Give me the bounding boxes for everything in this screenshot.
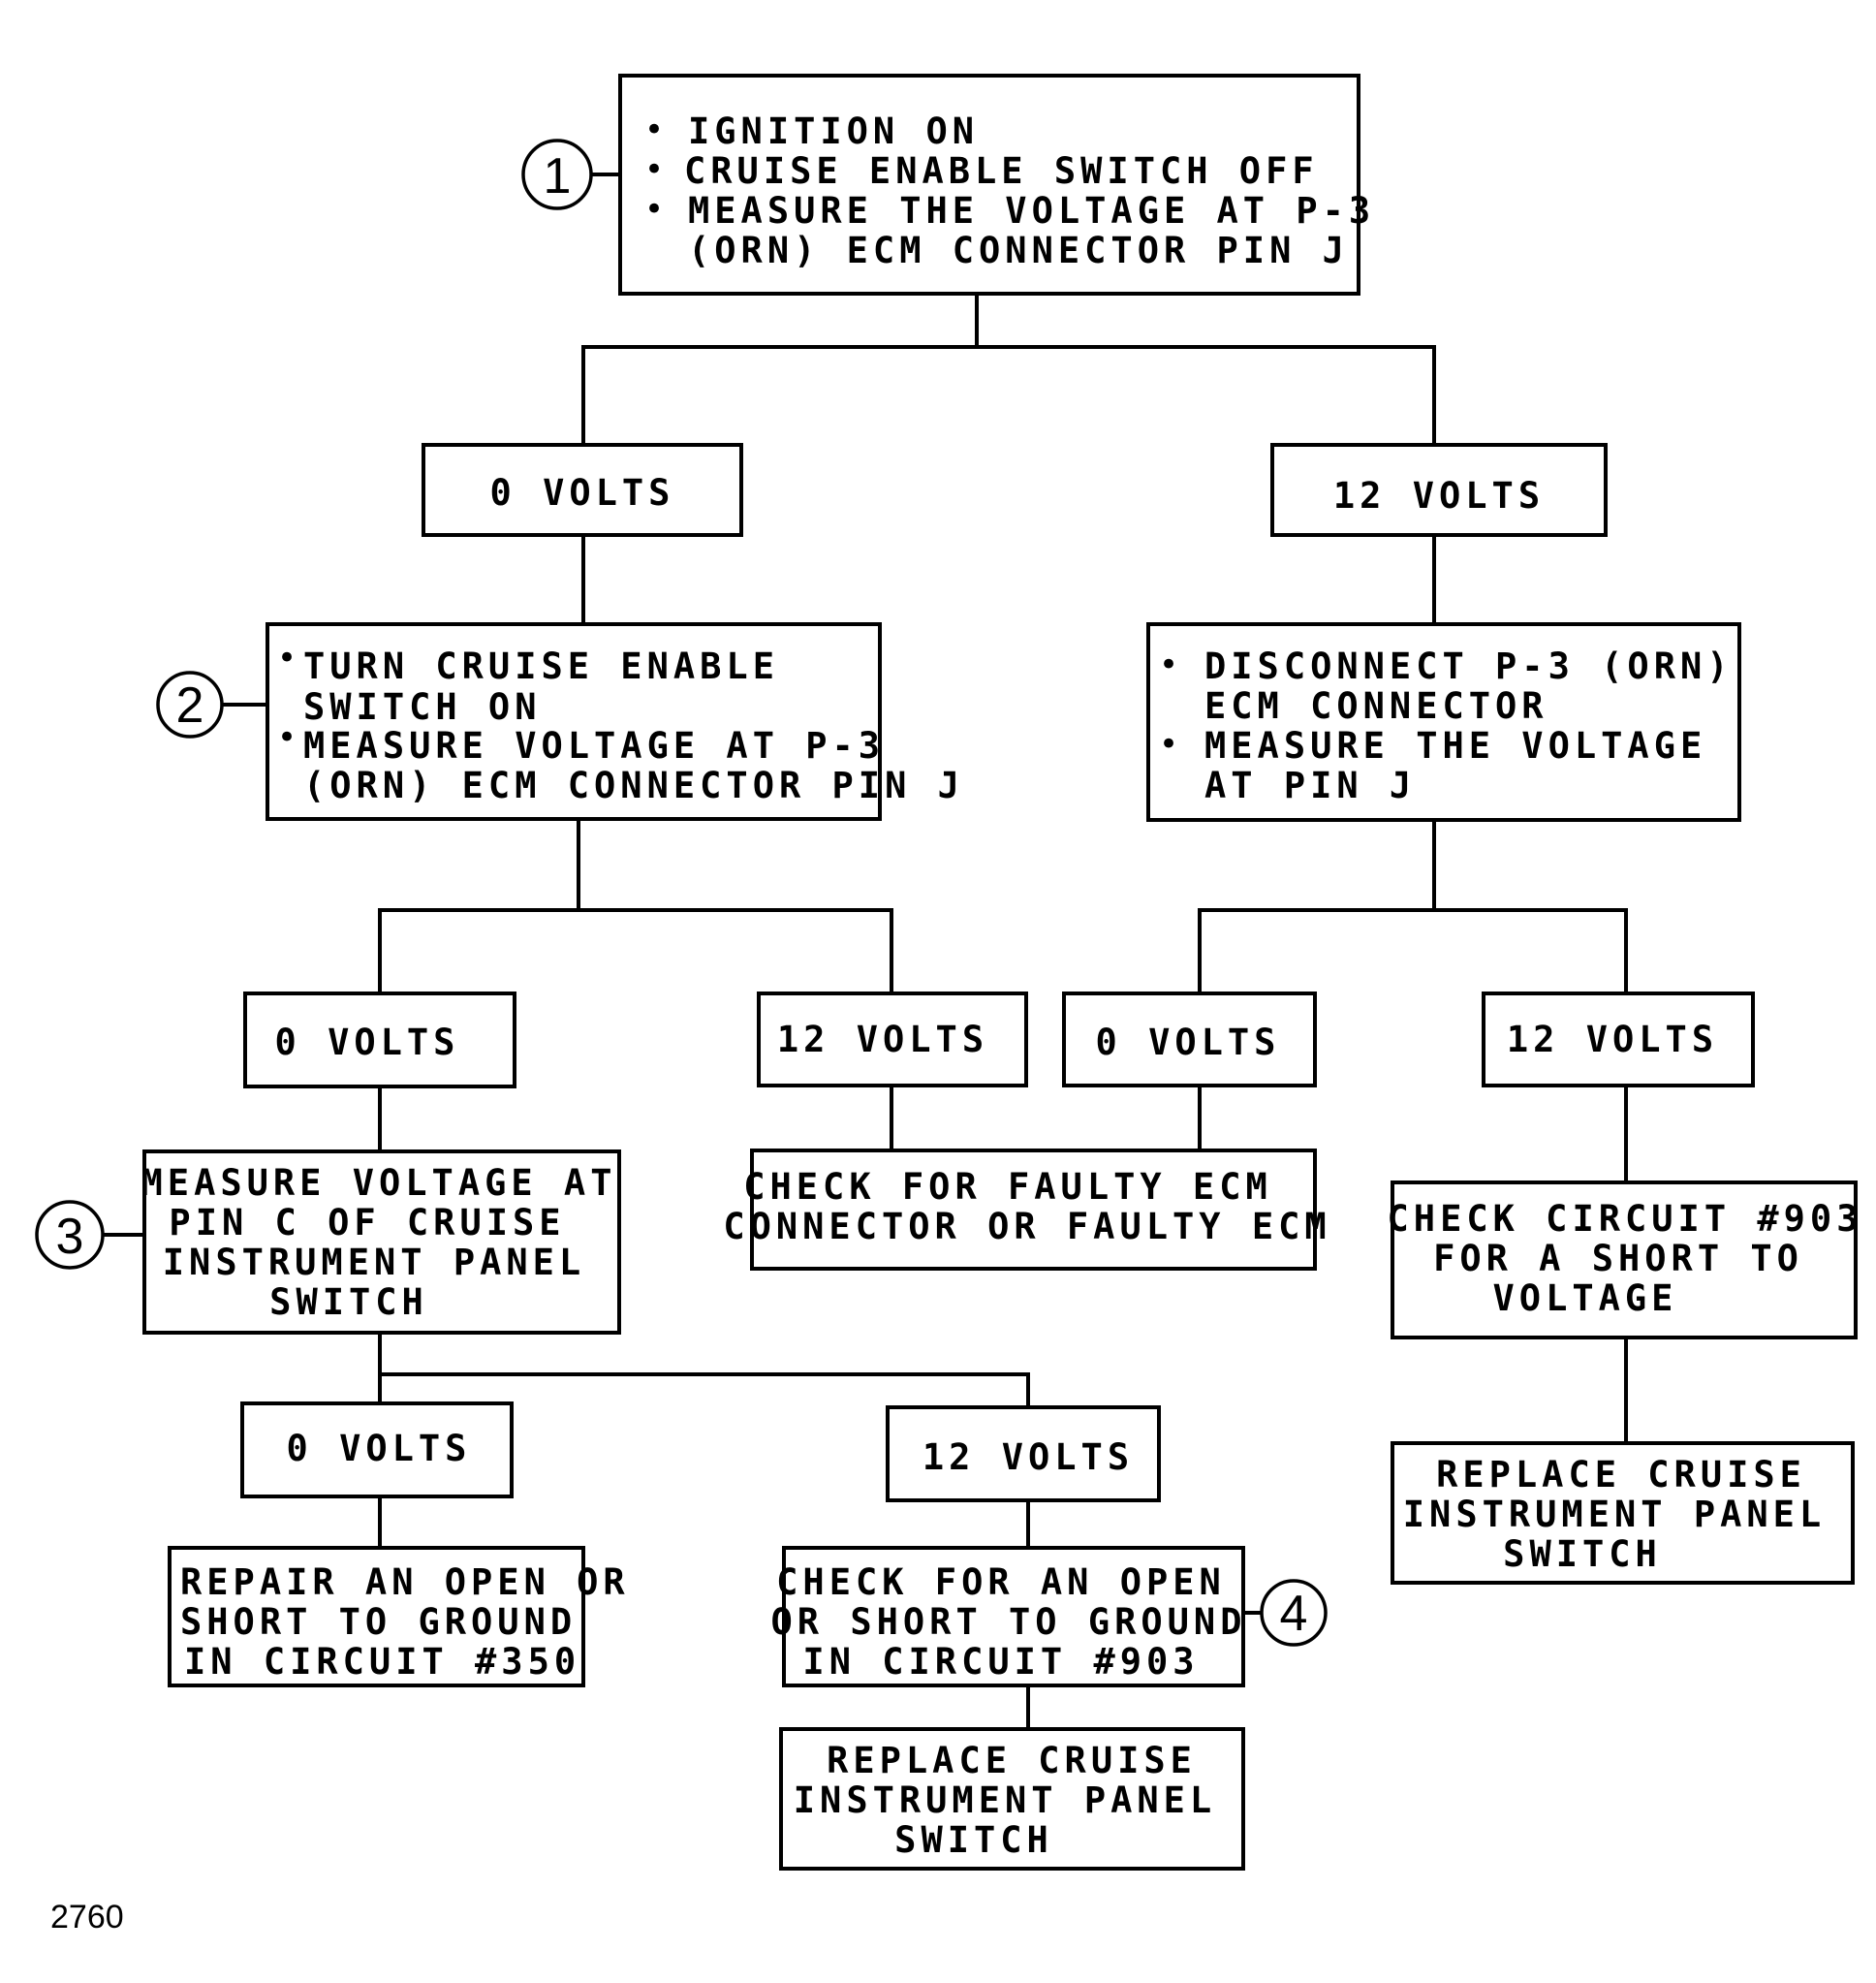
turn-on-line-1: TURN CRUISE ENABLE bbox=[303, 645, 779, 687]
measure-line-4: SWITCH bbox=[269, 1281, 428, 1323]
box-check-ecm bbox=[750, 1149, 1317, 1271]
box-turn-on bbox=[266, 622, 882, 821]
rl-0v-label: 0 VOLTS bbox=[1096, 1022, 1281, 1063]
turn-on-line-2: SWITCH ON bbox=[303, 686, 541, 728]
disconnect-bullet-2: • bbox=[1159, 725, 1178, 764]
step-4-number: 4 bbox=[1280, 1586, 1308, 1642]
replace-bottom-line-2: INSTRUMENT PANEL bbox=[794, 1779, 1216, 1821]
turn-on-bullet-2: • bbox=[277, 718, 297, 757]
check-903-open-line-3: IN CIRCUIT #903 bbox=[802, 1641, 1199, 1683]
start-bullet-2: • bbox=[644, 150, 664, 189]
step-3-circle bbox=[35, 1200, 105, 1270]
box-start bbox=[618, 74, 1360, 296]
check-903-short-line-1: CHECK CIRCUIT #903 bbox=[1388, 1198, 1863, 1240]
start-bullet-3: • bbox=[644, 190, 664, 229]
check-ecm-line-1: CHECK FOR FAULTY ECM bbox=[743, 1166, 1272, 1208]
step-3-number: 3 bbox=[56, 1209, 84, 1265]
box-repair-350 bbox=[168, 1546, 585, 1687]
measure-line-2: PIN C OF CRUISE bbox=[169, 1202, 565, 1243]
disconnect-line-3: MEASURE THE VOLTAGE bbox=[1204, 725, 1706, 767]
b-12v-label: 12 VOLTS bbox=[922, 1436, 1134, 1478]
replace-right-line-3: SWITCH bbox=[1503, 1533, 1662, 1575]
box-replace-bottom bbox=[779, 1727, 1245, 1871]
box-lr-12v bbox=[757, 992, 1028, 1087]
box-check-903-short bbox=[1391, 1180, 1858, 1339]
turn-on-bullet-1: • bbox=[277, 639, 297, 677]
start-line-3: MEASURE THE VOLTAGE AT P-3 bbox=[688, 190, 1375, 232]
box-replace-right bbox=[1391, 1441, 1855, 1585]
check-ecm-line-2: CONNECTOR OR FAULTY ECM bbox=[723, 1206, 1330, 1247]
box-measure-pin-c bbox=[142, 1149, 621, 1335]
lr-12v-label: 12 VOLTS bbox=[777, 1019, 988, 1060]
repair-350-line-2: SHORT TO GROUND bbox=[180, 1601, 577, 1643]
step-markers: 1 2 3 4 bbox=[35, 139, 1328, 1647]
box-left-0v bbox=[422, 443, 743, 537]
check-903-short-line-3: VOLTAGE bbox=[1493, 1277, 1678, 1319]
box-check-903-open bbox=[782, 1546, 1245, 1687]
step-1-number: 1 bbox=[544, 148, 572, 205]
start-line-4: (ORN) ECM CONNECTOR PIN J bbox=[688, 230, 1349, 271]
left-0v-label: 0 VOLTS bbox=[490, 472, 675, 514]
measure-line-3: INSTRUMENT PANEL bbox=[163, 1242, 585, 1283]
step-2-circle bbox=[156, 671, 224, 739]
start-bullet-1: • bbox=[644, 110, 664, 149]
box-disconnect bbox=[1146, 622, 1741, 822]
check-903-open-line-2: OR SHORT TO GROUND bbox=[771, 1601, 1247, 1643]
box-rr-12v bbox=[1482, 992, 1755, 1087]
box-right-12v bbox=[1270, 443, 1608, 537]
disconnect-line-4: AT PIN J bbox=[1204, 765, 1416, 806]
box-ll-0v bbox=[243, 992, 516, 1088]
turn-on-line-4: (ORN) ECM CONNECTOR PIN J bbox=[303, 765, 964, 806]
connector-lines bbox=[101, 173, 1628, 1731]
repair-350-line-1: REPAIR AN OPEN OR bbox=[180, 1561, 630, 1603]
measure-line-1: MEASURE VOLTAGE AT bbox=[141, 1162, 617, 1204]
box-b-12v bbox=[886, 1405, 1161, 1502]
turn-on-line-3: MEASURE VOLTAGE AT P-3 bbox=[303, 725, 885, 767]
start-line-1: IGNITION ON bbox=[688, 110, 979, 152]
step-2-number: 2 bbox=[176, 677, 204, 734]
replace-bottom-line-3: SWITCH bbox=[894, 1819, 1053, 1861]
check-903-short-line-2: FOR A SHORT TO bbox=[1433, 1238, 1803, 1279]
check-903-open-line-1: CHECK FOR AN OPEN bbox=[776, 1561, 1226, 1603]
b-0v-label: 0 VOLTS bbox=[287, 1428, 472, 1469]
right-12v-label: 12 VOLTS bbox=[1333, 475, 1545, 517]
box-labels: • • • IGNITION ON CRUISE ENABLE SWITCH O… bbox=[141, 110, 1863, 1861]
replace-bottom-line-1: REPLACE CRUISE bbox=[827, 1740, 1197, 1781]
box-b-0v bbox=[240, 1401, 514, 1498]
repair-350-line-3: IN CIRCUIT #350 bbox=[184, 1641, 580, 1683]
boxes bbox=[142, 74, 1858, 1871]
step-1-circle bbox=[521, 139, 593, 210]
figure-number: 2760 bbox=[50, 1899, 124, 1936]
box-rl-0v bbox=[1062, 992, 1317, 1087]
disconnect-bullet-1: • bbox=[1159, 645, 1178, 684]
start-line-2: CRUISE ENABLE SWITCH OFF bbox=[684, 150, 1319, 192]
disconnect-line-2: ECM CONNECTOR bbox=[1204, 685, 1548, 727]
disconnect-line-1: DISCONNECT P-3 (ORN) bbox=[1204, 645, 1734, 687]
replace-right-line-1: REPLACE CRUISE bbox=[1436, 1454, 1806, 1495]
step-4-circle bbox=[1260, 1579, 1328, 1647]
rr-12v-label: 12 VOLTS bbox=[1507, 1019, 1718, 1060]
replace-right-line-2: INSTRUMENT PANEL bbox=[1403, 1494, 1826, 1535]
ll-0v-label: 0 VOLTS bbox=[275, 1022, 460, 1063]
